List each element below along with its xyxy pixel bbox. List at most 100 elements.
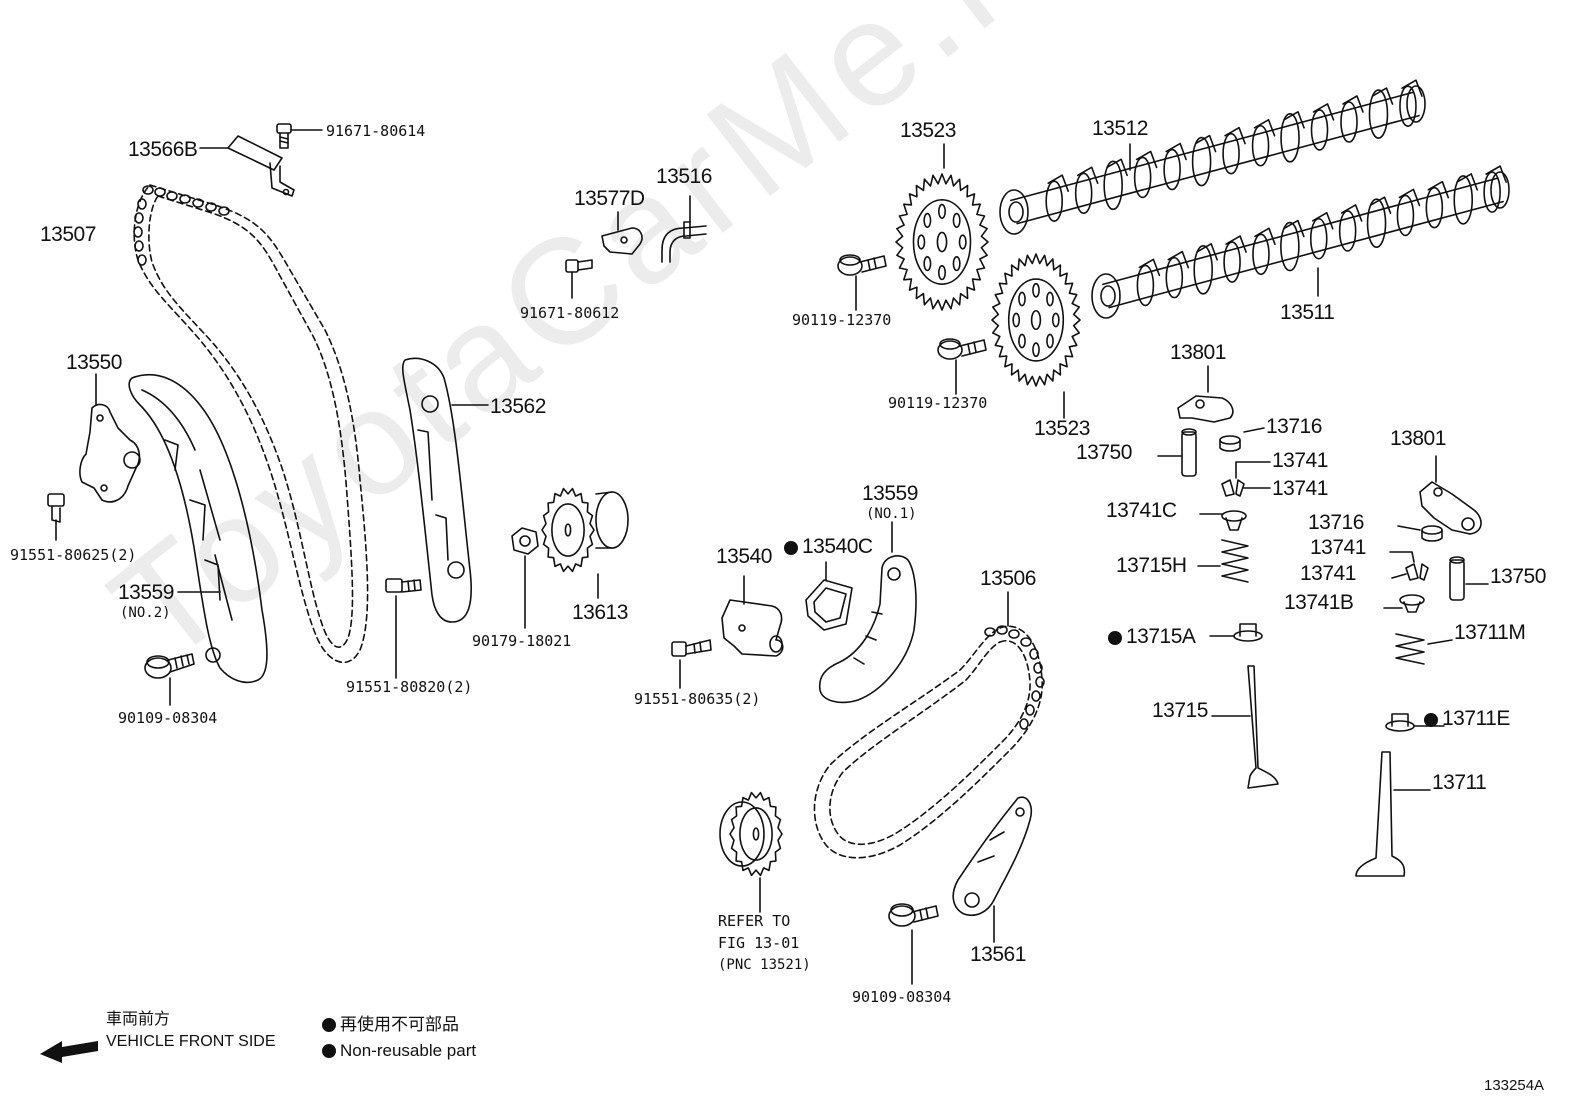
label-13801-right: 13801 (1390, 427, 1446, 450)
label-13516: 13516 (656, 165, 712, 188)
nonreusable-dot (1424, 713, 1438, 727)
label-13711E-text: 13711E (1442, 707, 1510, 730)
timing-chain-13506 (813, 591, 1045, 859)
label-13559-no2: 13559 (118, 581, 174, 604)
label-13512: 13512 (1092, 117, 1148, 140)
bolt-90109-08304-lower (888, 903, 939, 985)
diagram-id: 133254A (1484, 1077, 1545, 1094)
rocker-arm-13801-right (1419, 455, 1482, 535)
label-13566B: 13566B (128, 138, 198, 161)
refer-note-line-3: (PNC 13521) (718, 957, 811, 973)
sprocket-13613 (541, 487, 629, 573)
rocker-arm-13801-left (1177, 365, 1234, 423)
nut-90179-18021 (511, 527, 539, 629)
bolt-91671-80612 (565, 259, 593, 299)
label-91551-80635: 91551-80635(2) (634, 690, 761, 708)
label-13750-left: 13750 (1076, 441, 1132, 464)
cam-sprocket-13523-lower (991, 253, 1081, 387)
chain-guide-13559-no1 (818, 521, 917, 704)
label-91671-80612: 91671-80612 (520, 304, 620, 322)
label-90109-08304-lower: 90109-08304 (852, 988, 952, 1006)
label-13523-lower: 13523 (1034, 417, 1090, 440)
label-13716-right: 13716 (1308, 511, 1364, 534)
gasket-13540C (805, 561, 853, 631)
label-13577D: 13577D (574, 187, 645, 210)
bolt-91551-80635 (671, 639, 712, 689)
label-13540C: 13540C (784, 536, 873, 557)
label-13741-left-b: 13741 (1272, 477, 1328, 500)
label-13711E: 13711E (1424, 708, 1510, 729)
refer-note-line-2: FIG 13-01 (718, 934, 800, 952)
camshaft-13512 (999, 79, 1426, 235)
label-90119-12370-lower: 90119-12370 (888, 394, 988, 412)
legend-direction-jp: 車両前方 (106, 1011, 171, 1028)
label-13715A-text: 13715A (1126, 625, 1196, 648)
label-13561: 13561 (970, 943, 1026, 966)
bolt-90119-12370-upper (837, 254, 887, 311)
label-91551-80820: 91551-80820(2) (346, 678, 473, 696)
valve-13711 (1355, 751, 1431, 877)
chain-guide-13562 (402, 357, 489, 623)
vehicle-front-arrow (40, 1041, 98, 1063)
label-91671-80614: 91671-80614 (326, 122, 426, 140)
label-13559-no1-sub: (NO.1) (866, 506, 917, 522)
retainer-13741C (1199, 510, 1247, 531)
bolt-91671-80614 (276, 123, 323, 149)
nonreusable-dot (322, 1018, 336, 1032)
label-13741-left-a: 13741 (1272, 449, 1328, 472)
label-13559-no2-sub: (NO.2) (120, 605, 171, 621)
bolt-90119-12370-lower (937, 338, 987, 395)
label-13715: 13715 (1152, 699, 1208, 722)
refer-note-line-1: REFER TO (718, 912, 791, 930)
legend-nonreusable-jp-text: 再使用不可部品 (340, 1015, 459, 1034)
tensioner-13540 (721, 575, 784, 657)
label-13741C: 13741C (1106, 499, 1177, 522)
label-13715H: 13715H (1116, 554, 1187, 577)
nonreusable-dot (322, 1044, 336, 1058)
keeper-13741-right (1389, 551, 1429, 581)
bracket-13577D (601, 211, 643, 255)
label-91551-80625: 91551-80625(2) (10, 546, 137, 564)
label-13507: 13507 (40, 223, 96, 246)
cam-sprocket-13523-upper (895, 173, 989, 311)
timing-chain-13507 (133, 184, 369, 664)
bolt-91551-80625 (47, 493, 65, 541)
valve-13715 (1211, 665, 1279, 789)
valve-spring-13715H (1197, 539, 1249, 583)
nonreusable-dot (1108, 631, 1122, 645)
valve-seal-13715A (1209, 623, 1263, 642)
pipe-13516 (661, 195, 707, 263)
retainer-13741B (1383, 594, 1425, 613)
nonreusable-dot (784, 541, 798, 555)
label-13750-right: 13750 (1490, 565, 1546, 588)
label-13506: 13506 (980, 567, 1036, 590)
label-13559-no1: 13559 (862, 482, 918, 505)
label-90119-12370-upper: 90119-12370 (792, 311, 892, 329)
cap-13716-left (1219, 427, 1265, 452)
crank-sprocket-refer (719, 791, 783, 877)
label-13711M: 13711M (1454, 621, 1526, 644)
lash-adjuster-13750-left (1157, 428, 1197, 477)
label-13613: 13613 (572, 601, 628, 624)
legend-direction-en: VEHICLE FRONT SIDE (106, 1033, 276, 1050)
label-13711: 13711 (1432, 771, 1487, 794)
label-13523-upper: 13523 (900, 119, 956, 142)
tensioner-13550 (79, 373, 141, 503)
label-13741-right-b: 13741 (1300, 562, 1356, 585)
label-90179-18021: 90179-18021 (472, 632, 572, 650)
label-13801-left: 13801 (1170, 341, 1226, 364)
legend-nonreusable-en-text: Non-reusable part (340, 1041, 477, 1060)
cap-13716-right (1397, 525, 1443, 542)
chain-guide-13559-no2 (128, 373, 268, 684)
valve-spring-13711M (1395, 633, 1453, 665)
label-13540: 13540 (716, 545, 772, 568)
label-13511: 13511 (1280, 301, 1335, 324)
label-13540C-text: 13540C (802, 535, 873, 558)
camshaft-13511 (1091, 165, 1510, 319)
chain-guide-13561 (952, 796, 1033, 943)
legend-nonreusable-jp: 再使用不可部品 (322, 1016, 459, 1033)
legend-nonreusable-en: Non-reusable part (322, 1042, 476, 1059)
label-90109-08304-left: 90109-08304 (118, 709, 218, 727)
